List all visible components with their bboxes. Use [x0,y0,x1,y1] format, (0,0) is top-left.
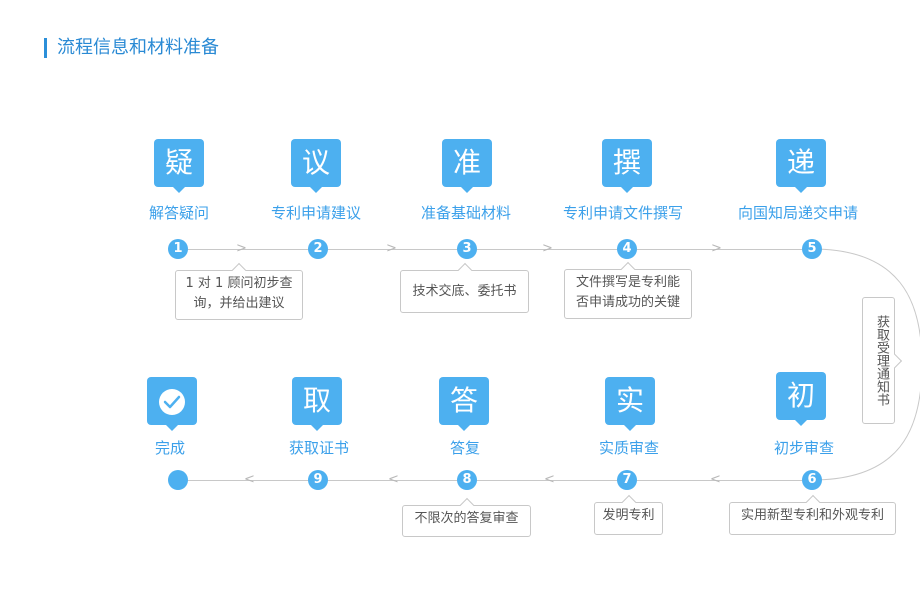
note-step-4: 文件撰写是专利能否申请成功的关键 [564,261,692,319]
timeline-bottom [178,480,812,481]
title-accent-bar [44,38,47,58]
step-badge-doubt: 疑 [154,139,204,193]
step-label-patent-advice: 专利申请建议 [270,204,361,222]
step-badge-substantive: 实 [605,377,655,431]
chevron-left-icon: < [244,472,255,487]
step-badge-advice: 议 [291,139,341,193]
step-badge-reply: 答 [439,377,489,431]
step-label-obtain-certificate: 获取证书 [288,439,349,457]
step-node-4: 4 [617,239,637,259]
step-label-write-docs: 专利申请文件撰写 [562,204,683,222]
note-step-6: 实用新型专利和外观专利 [729,494,896,535]
step-badge-obtain: 取 [292,377,342,431]
note-step-8-text: 不限次的答复审查 [414,511,519,526]
chevron-left-icon: < [388,472,399,487]
note-step-1: 1 对 1 顾问初步查询，并给出建议 [175,262,303,320]
step-label-complete: 完成 [154,439,185,457]
step-node-5: 5 [802,239,822,259]
step-node-6: 6 [802,470,822,490]
step-label-submit-application: 向国知局递交申请 [737,204,858,222]
step-badge-preliminary: 初 [776,372,826,426]
section-title: 流程信息和材料准备 [57,37,219,58]
check-icon [159,389,185,415]
step-badge-write: 撰 [602,139,652,193]
step-badge-submit: 递 [776,139,826,193]
note-acceptance-notice-text: 获取受理通知书 [874,315,889,406]
step-label-prepare-materials: 准备基础材料 [420,204,511,222]
note-step-1-text: 1 对 1 顾问初步查询，并给出建议 [185,276,293,311]
step-badge-prepare: 准 [442,139,492,193]
note-step-3-text: 技术交底、委托书 [412,284,517,299]
chevron-right-icon: > [711,241,722,256]
step-label-preliminary-exam: 初步审查 [773,439,834,457]
step-node-complete [168,470,188,490]
note-step-3: 技术交底、委托书 [400,262,529,313]
step-node-7: 7 [617,470,637,490]
chevron-left-icon: < [544,472,555,487]
step-node-3: 3 [457,239,477,259]
chevron-right-icon: > [236,241,247,256]
timeline-top [178,249,812,250]
note-step-7-text: 发明专利 [602,508,655,523]
note-step-6-text: 实用新型专利和外观专利 [740,508,884,523]
step-node-1: 1 [168,239,188,259]
step-node-2: 2 [308,239,328,259]
step-label-substantive-exam: 实质审查 [598,439,659,457]
chevron-right-icon: > [542,241,553,256]
step-node-9: 9 [308,470,328,490]
note-step-4-text: 文件撰写是专利能否申请成功的关键 [575,275,680,310]
note-step-8: 不限次的答复审查 [402,497,531,537]
note-step-7: 发明专利 [594,494,663,535]
note-acceptance-notice: 获取受理通知书 [862,297,903,424]
step-label-answer-questions: 解答疑问 [148,204,209,222]
step-label-reply: 答复 [449,439,480,457]
step-badge-complete [147,377,197,431]
chevron-left-icon: < [710,472,721,487]
step-node-8: 8 [457,470,477,490]
chevron-right-icon: > [386,241,397,256]
